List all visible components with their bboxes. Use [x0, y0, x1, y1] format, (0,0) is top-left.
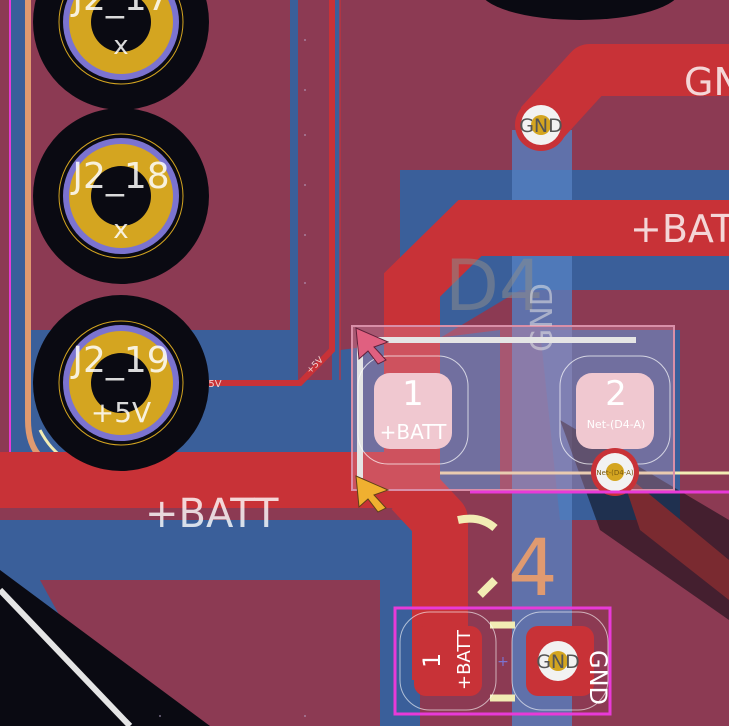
cursor-pink-icon	[355, 327, 390, 365]
via-gnd-top-label: GND	[519, 115, 563, 137]
j2-pad-18[interactable]	[33, 108, 209, 284]
d4-pad2-number: 2	[605, 374, 627, 414]
via-net-d4a[interactable]	[591, 448, 639, 496]
trace-plus5v[interactable]	[170, 0, 335, 386]
gnd-vertical-label: GND	[525, 283, 560, 352]
via-gnd-top[interactable]	[515, 99, 567, 151]
d4-pad-1[interactable]	[357, 355, 469, 465]
j2-17-ref: J2_17	[70, 0, 169, 19]
cap-pad1-number: 1	[418, 653, 446, 668]
board-cutout-top	[485, 0, 675, 20]
d4-pad1-net: +BATT	[380, 420, 447, 444]
d4-pad1-number: 1	[402, 374, 424, 414]
grid-dots	[159, 39, 306, 717]
d4-pad2-net: Net-(D4-A)	[587, 418, 646, 431]
svg-text:+: +	[497, 654, 509, 670]
cap-pad2-net: GND	[584, 650, 612, 705]
gnd-trace-label: GN	[684, 60, 729, 104]
via-gnd-bottom-label: GND	[536, 651, 580, 673]
j2-pad-17[interactable]	[33, 0, 209, 110]
cap-courtyard[interactable]	[393, 606, 612, 716]
cursor-yellow-icon	[355, 475, 390, 513]
via-net-d4a-label: Net-(D4-A)	[596, 469, 634, 477]
j2-19-net: +5V	[91, 396, 151, 429]
board-cutout-bottom	[0, 570, 210, 726]
via-gnd-bottom[interactable]	[532, 635, 584, 687]
plus5v-small-label: +5V	[200, 379, 222, 390]
j2-19-ref: J2_19	[70, 340, 169, 381]
cap-pad-1[interactable]	[399, 611, 497, 711]
cap-pad1-net: +BATT	[454, 629, 475, 690]
j2-17-net: x	[113, 31, 128, 61]
batt-trace-left-label: +BATT	[145, 491, 279, 537]
d4-ref-text: D4	[445, 245, 543, 327]
j2-18-ref: J2_18	[70, 156, 169, 197]
j2-18-net: x	[113, 215, 128, 245]
board-edge	[0, 587, 133, 726]
batt-trace-top-label: +BAT	[630, 207, 729, 251]
cap-ref-text: 4	[508, 524, 558, 614]
j2-pad-19[interactable]	[33, 295, 209, 471]
